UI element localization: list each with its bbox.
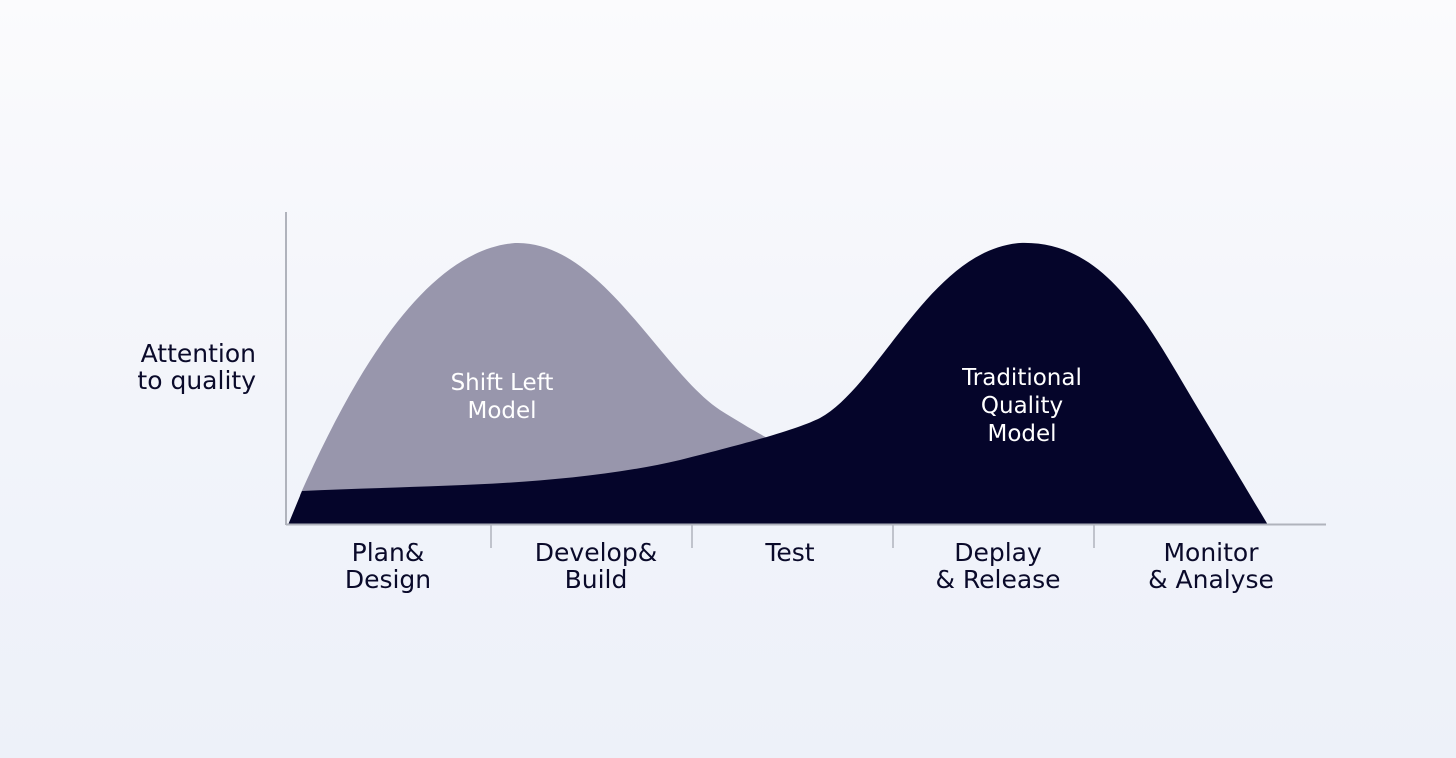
stage-label-line: Monitor [1163,538,1259,567]
stage-label-line: Plan& [351,538,425,567]
stage-label-test: Test [690,539,890,566]
stage-label-line: & Analyse [1148,565,1274,594]
traditional-quality-model-label: Traditional Quality Model [922,364,1122,448]
stage-label-deploy-release: Deplay & Release [898,539,1098,593]
y-axis-label-line: to quality [137,366,256,395]
stage-label-line: Build [564,565,628,594]
stage-label-plan-design: Plan& Design [288,539,488,593]
y-axis-label-line: Attention [140,339,256,368]
traditional-quality-curve [288,242,1268,526]
curve-label-line: Quality [980,393,1064,419]
stage-label-monitor-analyse: Monitor & Analyse [1111,539,1311,593]
y-axis-label: Attention to quality [86,340,256,394]
curve-label-line: Model [467,398,537,424]
curve-label-line: Shift Left [450,370,554,396]
stage-label-line: & Release [935,565,1061,594]
curve-label-line: Traditional [962,365,1082,391]
stage-label-line: Test [765,538,815,567]
stage-label-develop-build: Develop& Build [496,539,696,593]
stage-label-line: Develop& [534,538,658,567]
shift-left-model-label: Shift Left Model [402,369,602,425]
curve-label-line: Model [987,421,1057,447]
stage-label-line: Design [344,565,432,594]
x-axis-ticks [490,525,1095,548]
stage-label-line: Deplay [954,538,1042,567]
